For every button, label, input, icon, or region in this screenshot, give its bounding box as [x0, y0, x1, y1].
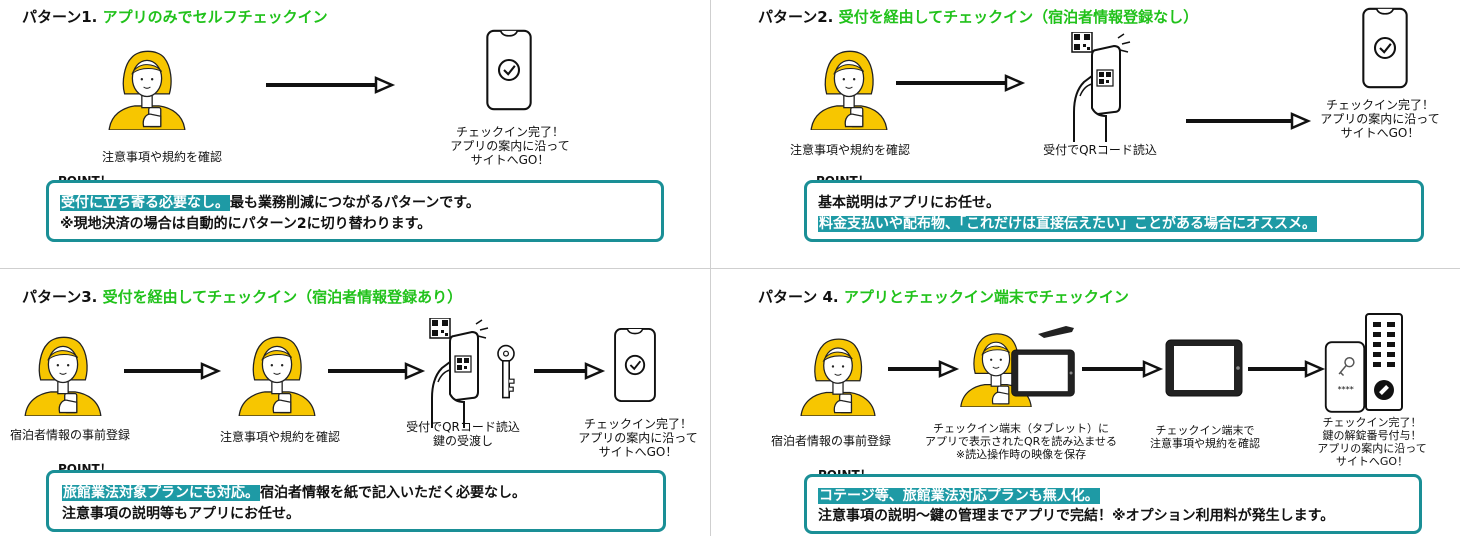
pattern1-step2-caption: チェックイン完了！ アプリの案内に沿って サイトへGO！ — [450, 125, 570, 167]
pattern3-step4-caption: チェックイン完了！ アプリの案内に沿って サイトへGO！ — [578, 417, 698, 459]
pattern4-step1-caption: 宿泊者情報の事前登録 — [770, 434, 891, 448]
arrow-icon — [1186, 112, 1312, 130]
hand-qr-phone-icon — [1066, 32, 1136, 142]
phone-check-icon — [484, 28, 534, 112]
person-with-phone-icon — [234, 324, 320, 422]
person-with-phone-icon — [104, 38, 190, 136]
person-with-phone-icon — [796, 326, 880, 422]
keypad-lock-icon — [1364, 312, 1404, 412]
pattern2-step3-caption: チェックイン完了！ アプリの案内に沿って サイトへGO！ — [1320, 98, 1440, 140]
pattern3-title: パターン3. 受付を経由してチェックイン（宿泊者情報登録あり） — [22, 288, 463, 306]
arrow-icon — [1082, 360, 1164, 378]
pattern2-point-line1: 基本説明はアプリにお任せ。 — [818, 195, 1000, 211]
phone-check-icon — [1360, 6, 1410, 90]
hand-qr-phone-icon — [424, 318, 494, 428]
pattern3-point-line2: 注意事項の説明等もアプリにお任せ。 — [62, 506, 300, 522]
pattern1-step1-caption: 注意事項や規約を確認 — [101, 150, 222, 164]
arrow-icon — [1248, 360, 1326, 378]
person-with-phone-icon — [20, 324, 106, 422]
arrow-icon — [888, 360, 960, 378]
arrow-icon — [896, 74, 1026, 92]
pattern1-point-line1: 受付に立ち寄る必要なし。最も業務削減につながるパターンです。 — [60, 195, 480, 211]
pattern2-step2-caption: 受付でQRコード読込 — [1043, 143, 1157, 157]
phone-key-icon: **** — [1324, 341, 1366, 413]
pattern3-step3-caption: 受付でQRコード読込 鍵の受渡し — [406, 420, 520, 448]
tablet-icon — [1164, 338, 1244, 398]
pattern1-point-box — [46, 180, 664, 242]
pattern3-step2-caption: 注意事項や規約を確認 — [219, 430, 340, 444]
pattern3-point-box — [46, 470, 666, 532]
pattern4-point-box — [804, 474, 1422, 534]
pattern4-step4-caption: チェックイン完了！ 鍵の解錠番号付与！ アプリの案内に沿って サイトへGO！ — [1317, 416, 1427, 468]
pattern2-point-line2: 料金支払いや配布物、「これだけは直接伝えたい」ことがある場合にオススメ。 — [818, 216, 1317, 232]
pattern4-title: パターン 4. アプリとチェックイン端末でチェックイン — [758, 288, 1129, 306]
arrow-icon — [328, 362, 426, 380]
pattern4-point-line2: 注意事項の説明～鍵の管理までアプリで完結！※オプション利用料が発生します。 — [818, 508, 1335, 524]
scanner-icon — [1038, 326, 1074, 338]
horizontal-divider — [0, 268, 1460, 269]
pattern1-point-line2: ※現地決済の場合は自動的にパターン2に切り替わります。 — [60, 216, 432, 232]
pattern2-title: パターン2. 受付を経由してチェックイン（宿泊者情報登録なし） — [758, 8, 1199, 26]
pattern4-step3-caption: チェックイン端末で 注意事項や規約を確認 — [1150, 424, 1260, 450]
tablet-icon — [1010, 348, 1076, 398]
person-with-phone-icon — [806, 38, 892, 136]
phone-check-icon — [612, 326, 658, 404]
pattern4-step2-caption: チェックイン端末（タブレット）に アプリで表示されたQRを読み込ませる ※読込操… — [925, 422, 1117, 461]
pattern3-step1-caption: 宿泊者情報の事前登録 — [9, 428, 130, 442]
key-icon — [494, 344, 518, 400]
pattern1-title: パターン1. アプリのみでセルフチェックイン — [22, 8, 328, 26]
pattern4-point-line1: コテージ等、旅館業法対応プランも無人化。 — [818, 488, 1100, 504]
arrow-icon — [534, 362, 606, 380]
svg-text:****: **** — [1338, 384, 1354, 394]
arrow-icon — [124, 362, 222, 380]
pattern2-step1-caption: 注意事項や規約を確認 — [789, 143, 910, 157]
pattern3-point-line1: 旅館業法対象プランにも対応。宿泊者情報を紙で記入いただく必要なし。 — [62, 485, 526, 501]
arrow-icon — [266, 76, 396, 94]
